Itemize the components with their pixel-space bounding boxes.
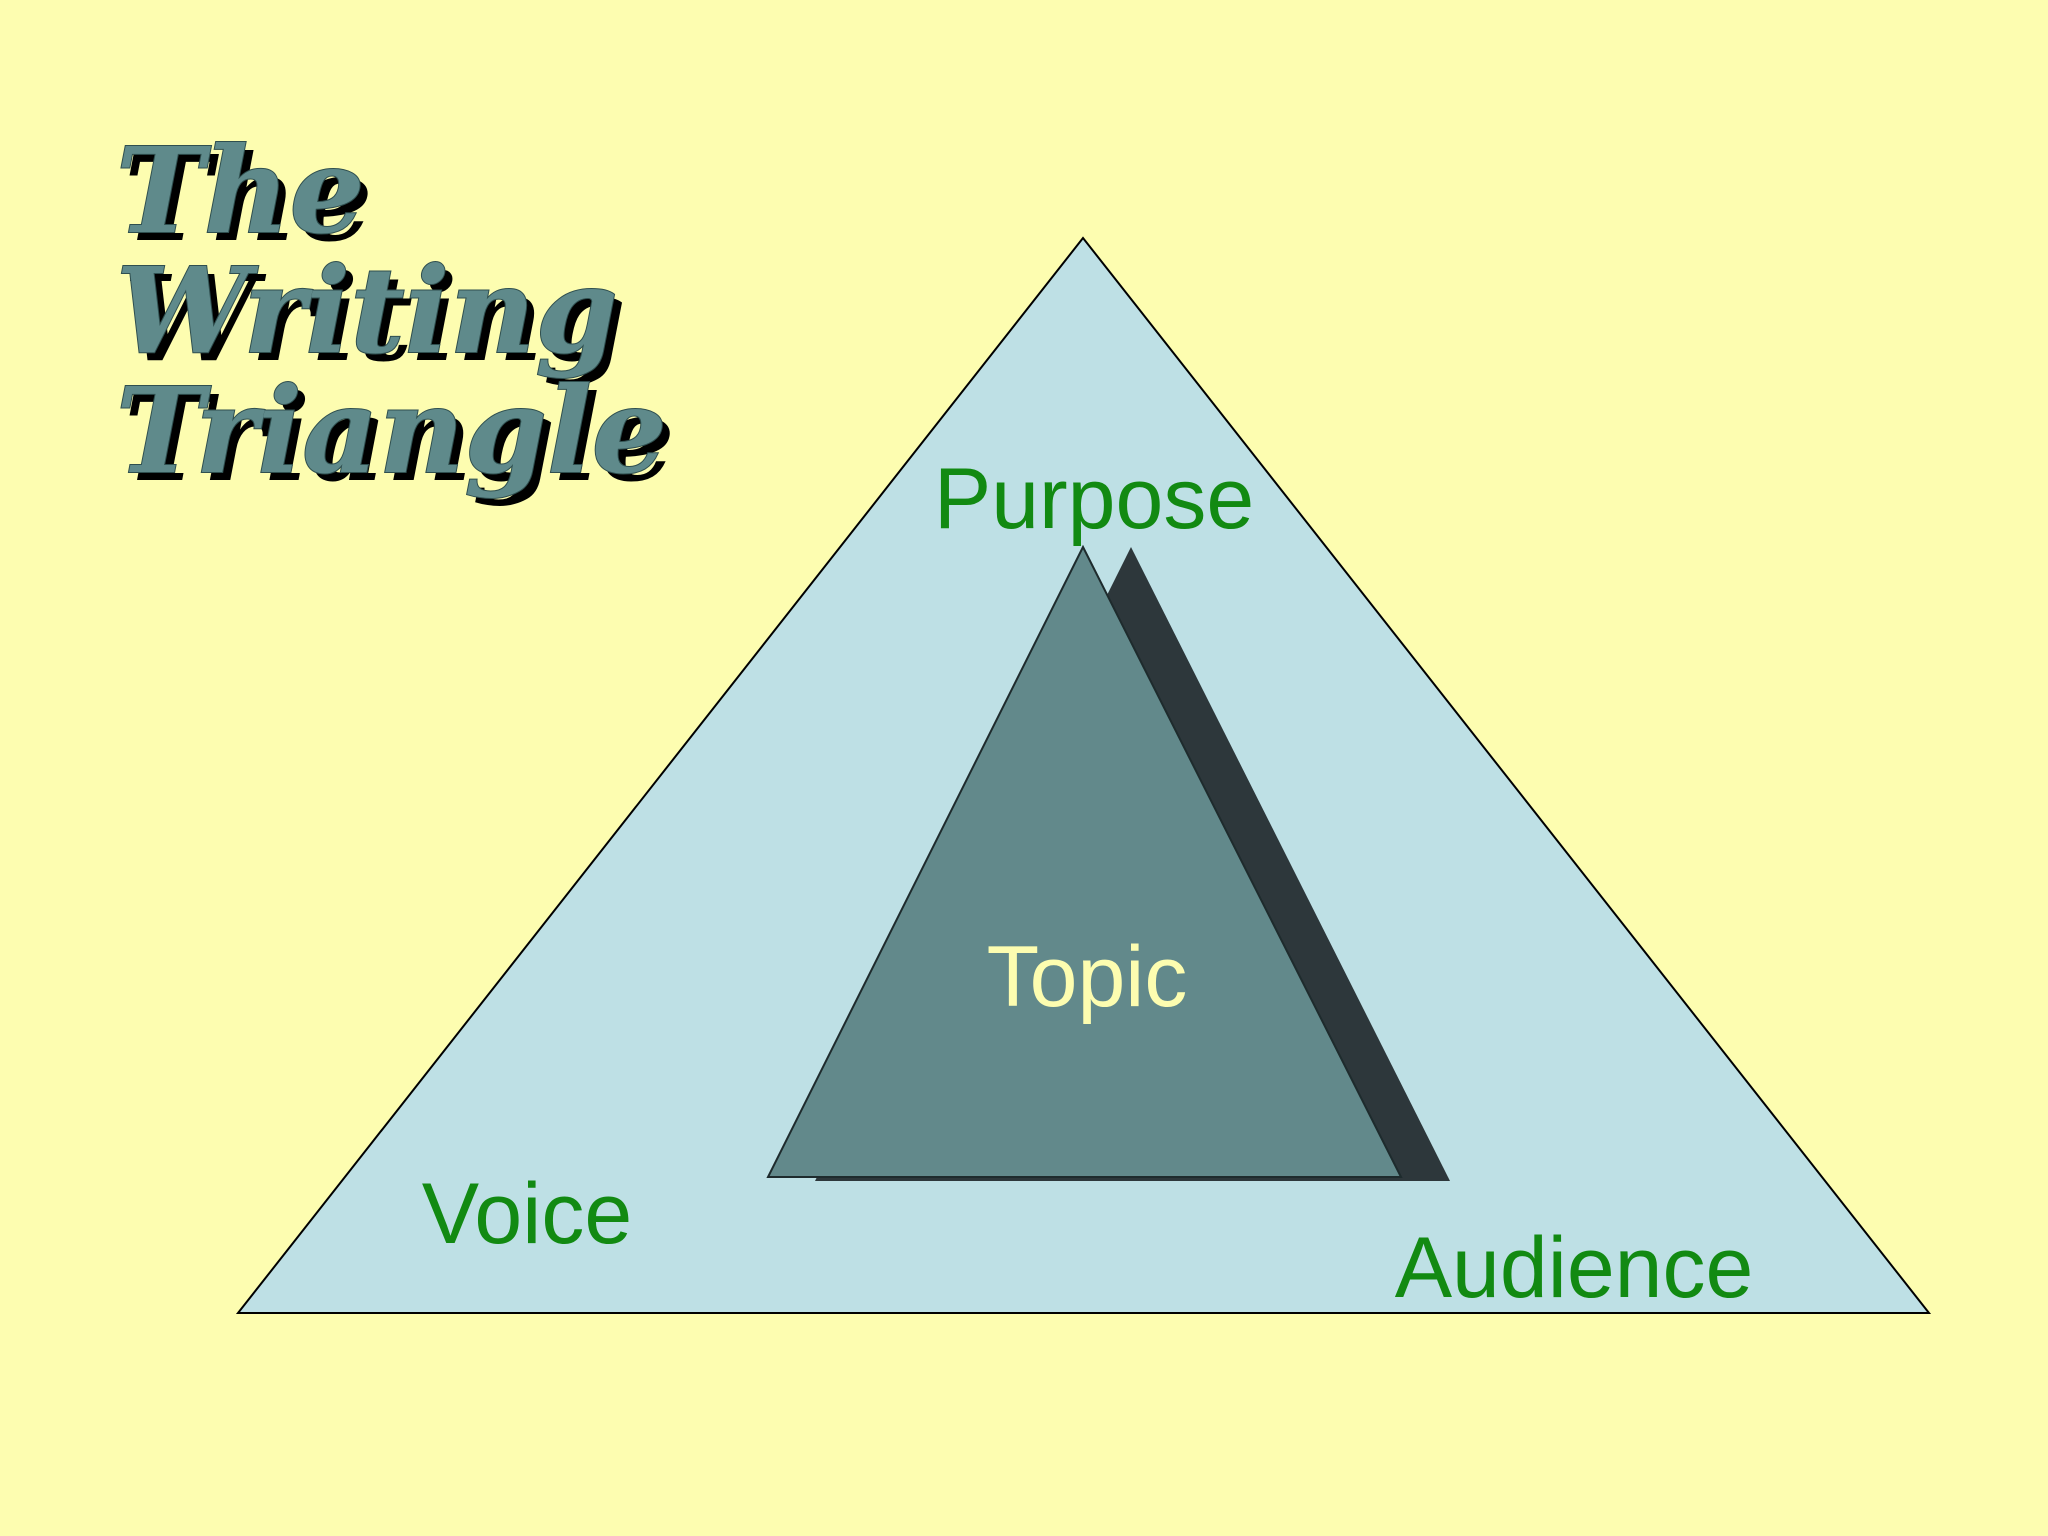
slide-title: The The Writing Writing Triangle Triangl… [115,120,675,508]
inner-triangle [766,544,1403,1178]
topic-label: Topic [987,929,1188,1025]
title-line-1-shadow: The [124,129,373,268]
title-line-3: Triangle [116,361,667,500]
title-line-3-shadow: Triangle [124,369,675,508]
title-line-1: The [116,121,365,260]
title-line-2: Writing [116,241,618,380]
audience-label: Audience [1395,1220,1754,1316]
voice-label: Voice [422,1166,632,1262]
title-line-2-shadow: Writing [124,249,626,388]
purpose-label: Purpose [934,451,1254,547]
